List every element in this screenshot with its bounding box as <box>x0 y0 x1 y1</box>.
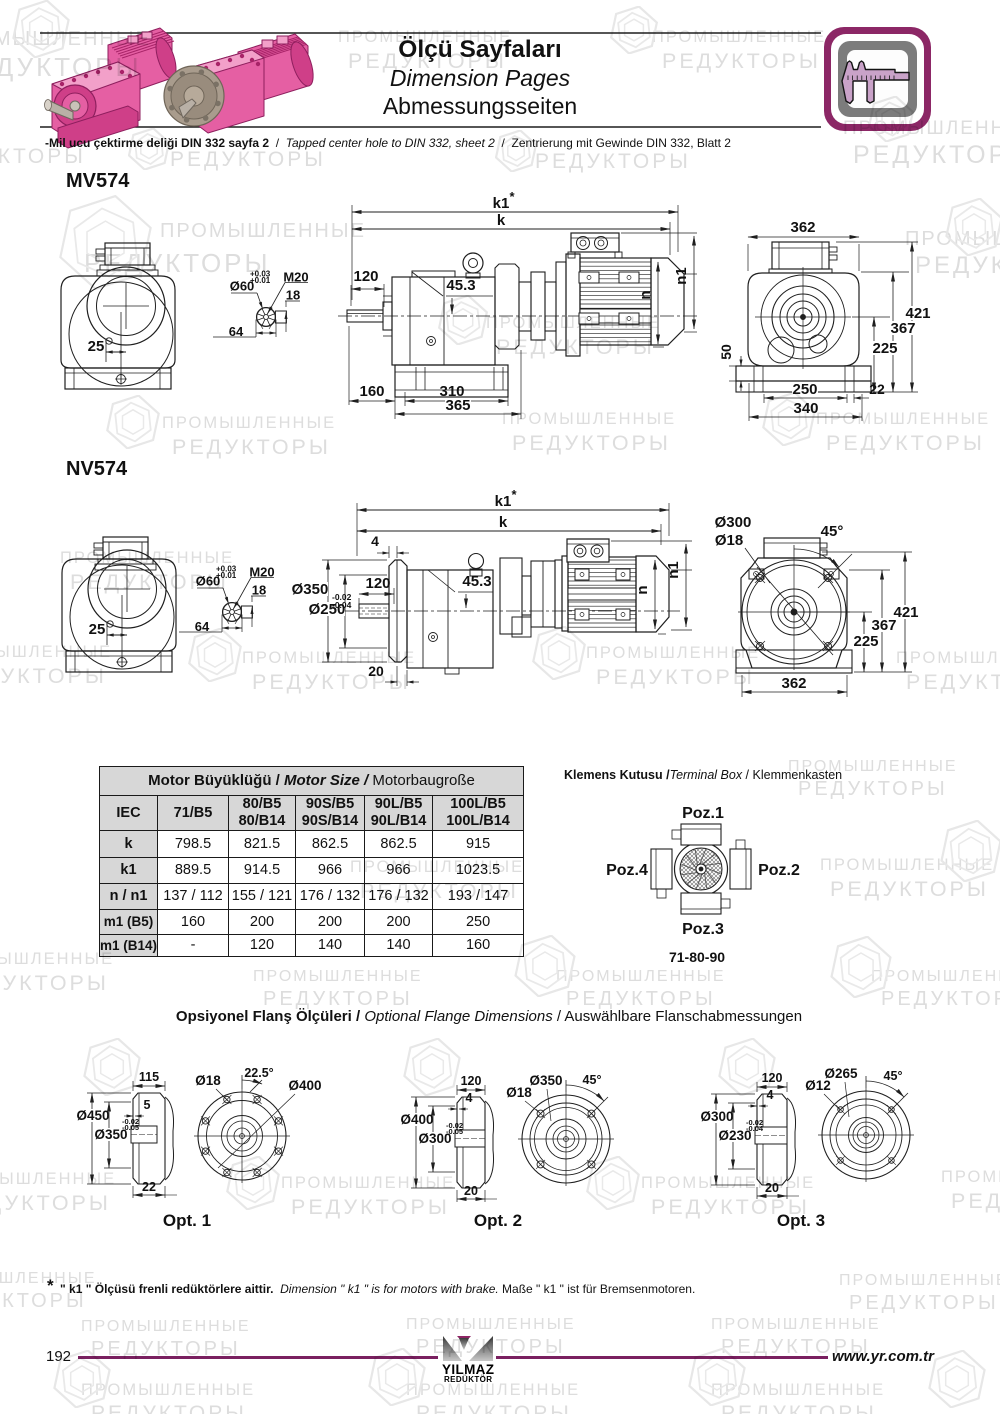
svg-text:Ø300: Ø300 <box>700 1109 733 1124</box>
svg-text:4: 4 <box>371 533 379 549</box>
svg-text:n: n <box>637 290 654 299</box>
svg-text:Ø230: Ø230 <box>718 1128 751 1143</box>
svg-text:Ø350: Ø350 <box>94 1127 127 1142</box>
svg-text:120: 120 <box>461 1074 482 1088</box>
svg-text:n1: n1 <box>673 267 690 285</box>
svg-text:Ø450: Ø450 <box>76 1108 109 1123</box>
svg-text:Ø400: Ø400 <box>288 1078 321 1093</box>
svg-text:367: 367 <box>890 320 915 337</box>
svg-text:Opt. 2: Opt. 2 <box>474 1211 522 1230</box>
svg-text:120: 120 <box>353 268 378 285</box>
svg-text:20: 20 <box>765 1181 779 1195</box>
svg-text:4: 4 <box>767 1088 774 1102</box>
svg-text:Ø400: Ø400 <box>400 1112 433 1127</box>
svg-text:310: 310 <box>439 383 464 400</box>
svg-text:*: * <box>511 487 517 502</box>
svg-text:M20: M20 <box>283 270 308 285</box>
svg-text:*: * <box>509 189 515 204</box>
svg-text:k: k <box>499 514 508 531</box>
svg-text:225: 225 <box>853 633 878 650</box>
svg-text:Ø350: Ø350 <box>529 1073 562 1088</box>
svg-text:22.5°: 22.5° <box>244 1066 273 1080</box>
svg-text:Opt. 3: Opt. 3 <box>777 1211 825 1230</box>
svg-text:45.3: 45.3 <box>462 573 491 590</box>
svg-text:45°: 45° <box>884 1069 903 1083</box>
svg-text:20: 20 <box>464 1184 478 1198</box>
svg-text:Poz.4: Poz.4 <box>606 862 648 879</box>
svg-text:+0.03: +0.03 <box>216 565 237 574</box>
svg-text:Poz.3: Poz.3 <box>682 921 724 938</box>
svg-text:362: 362 <box>781 675 806 692</box>
svg-text:-0.04: -0.04 <box>746 1124 764 1133</box>
svg-text:Ø300: Ø300 <box>418 1131 451 1146</box>
svg-text:+0.01: +0.01 <box>250 276 271 285</box>
svg-text:25: 25 <box>88 338 105 355</box>
svg-text:115: 115 <box>139 1070 159 1084</box>
svg-text:Ø300: Ø300 <box>715 514 752 531</box>
svg-text:-0.05: -0.05 <box>446 1127 463 1136</box>
svg-text:-0.04: -0.04 <box>332 600 352 610</box>
svg-text:18: 18 <box>286 288 300 303</box>
svg-text:REDÜKTÖR: REDÜKTÖR <box>444 1375 492 1384</box>
svg-text:-0.02: -0.02 <box>122 1117 139 1126</box>
svg-text:340: 340 <box>793 400 818 417</box>
svg-text:Ø265: Ø265 <box>824 1066 858 1081</box>
svg-text:362: 362 <box>790 219 815 236</box>
svg-text:Opt. 1: Opt. 1 <box>163 1211 211 1230</box>
svg-text:Ø60: Ø60 <box>230 279 255 294</box>
svg-text:120: 120 <box>762 1071 783 1085</box>
svg-text:45°: 45° <box>583 1073 602 1087</box>
svg-text:k1: k1 <box>493 195 510 212</box>
svg-text:-0.02: -0.02 <box>746 1118 763 1127</box>
svg-text:YILMAZ: YILMAZ <box>442 1362 494 1377</box>
svg-text:45.3: 45.3 <box>446 277 475 294</box>
svg-text:367: 367 <box>871 617 896 634</box>
svg-text:k: k <box>497 212 506 229</box>
svg-text:Poz.2: Poz.2 <box>758 862 800 879</box>
svg-text:160: 160 <box>359 383 384 400</box>
svg-text:Ø18: Ø18 <box>506 1085 532 1100</box>
svg-text:22: 22 <box>142 1180 156 1194</box>
svg-text:Ø12: Ø12 <box>805 1078 831 1093</box>
svg-text:120: 120 <box>365 575 390 592</box>
svg-text:Ø60: Ø60 <box>196 574 221 589</box>
svg-text:+0.03: +0.03 <box>250 270 271 279</box>
svg-text:n1: n1 <box>665 561 682 579</box>
svg-text:64: 64 <box>229 324 244 339</box>
svg-text:22: 22 <box>869 381 885 397</box>
svg-text:4: 4 <box>466 1091 473 1105</box>
svg-text:k1: k1 <box>495 493 512 510</box>
svg-text:20: 20 <box>368 663 384 679</box>
svg-text:Ø18: Ø18 <box>195 1073 221 1088</box>
svg-text:365: 365 <box>445 397 470 414</box>
svg-text:50: 50 <box>718 344 734 360</box>
svg-text:-0.02: -0.02 <box>446 1121 463 1130</box>
svg-text:45°: 45° <box>821 523 844 540</box>
svg-text:Ø350: Ø350 <box>292 581 329 598</box>
svg-text:n: n <box>634 585 651 594</box>
svg-text:Poz.1: Poz.1 <box>682 805 724 822</box>
svg-text:-0.02: -0.02 <box>332 592 352 602</box>
svg-text:225: 225 <box>872 340 897 357</box>
svg-text:25: 25 <box>89 621 106 638</box>
svg-text:Ø250: Ø250 <box>309 601 346 618</box>
svg-text:421: 421 <box>893 604 918 621</box>
svg-text:Ø18: Ø18 <box>715 532 743 549</box>
svg-text:421: 421 <box>905 305 930 322</box>
svg-text:71-80-90: 71-80-90 <box>669 949 725 965</box>
svg-text:250: 250 <box>792 381 817 398</box>
svg-text:18: 18 <box>252 583 266 598</box>
svg-text:+0.01: +0.01 <box>216 571 237 580</box>
svg-text:5: 5 <box>144 1098 151 1112</box>
svg-text:M20: M20 <box>249 565 274 580</box>
svg-text:-0.05: -0.05 <box>122 1123 139 1132</box>
